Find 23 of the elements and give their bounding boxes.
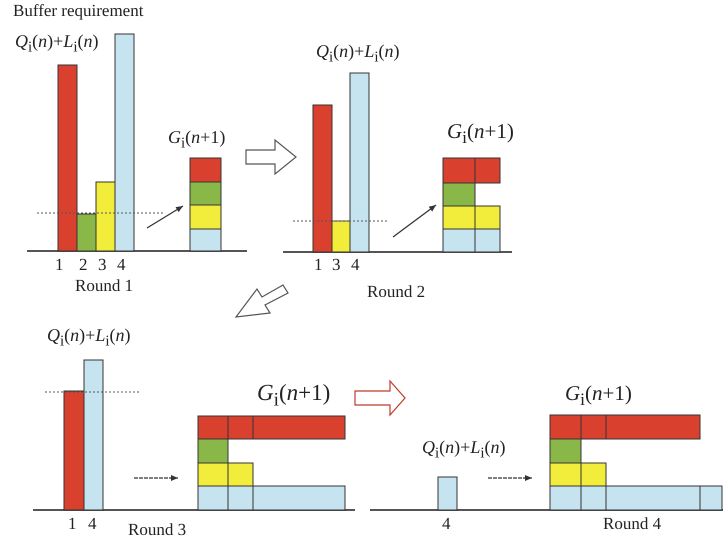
bar-number: 1 xyxy=(55,256,64,275)
bar-number: 2 xyxy=(79,256,88,275)
formula-label: Q$_{i}$(n)+L$_{i}$(n) xyxy=(47,326,131,350)
bar-number: 4 xyxy=(351,256,360,275)
round-label: Round 3 xyxy=(128,521,186,540)
formula-label: Q$_{i}$(n)+L$_{i}$(n) xyxy=(15,32,99,56)
axis-title: Buffer requirement xyxy=(13,2,144,21)
bar-number: 4 xyxy=(442,515,450,534)
round-label: Round 2 xyxy=(367,283,426,302)
bar-number: 1 xyxy=(68,515,76,534)
formula-label: G$_{i}$(n+1) xyxy=(168,128,226,152)
bar-number: 3 xyxy=(98,256,106,275)
round-label: Round 4 xyxy=(603,515,662,534)
formula-label: Q$_{i}$(n)+L$_{i}$(n) xyxy=(422,438,506,462)
formula-label: G$_{i}$(n+1) xyxy=(447,120,514,148)
formula-label: G$_{i}$(n+1) xyxy=(565,382,632,410)
round-label: Round 1 xyxy=(75,277,134,296)
bar-number: 3 xyxy=(332,256,340,275)
bar-number: 1 xyxy=(314,256,322,275)
formula-label: Q$_{i}$(n)+L$_{i}$(n) xyxy=(316,42,400,66)
bar-number: 4 xyxy=(117,256,126,275)
bar-number: 4 xyxy=(88,515,96,534)
formula-label: G$_{i}$(n+1) xyxy=(257,380,330,411)
